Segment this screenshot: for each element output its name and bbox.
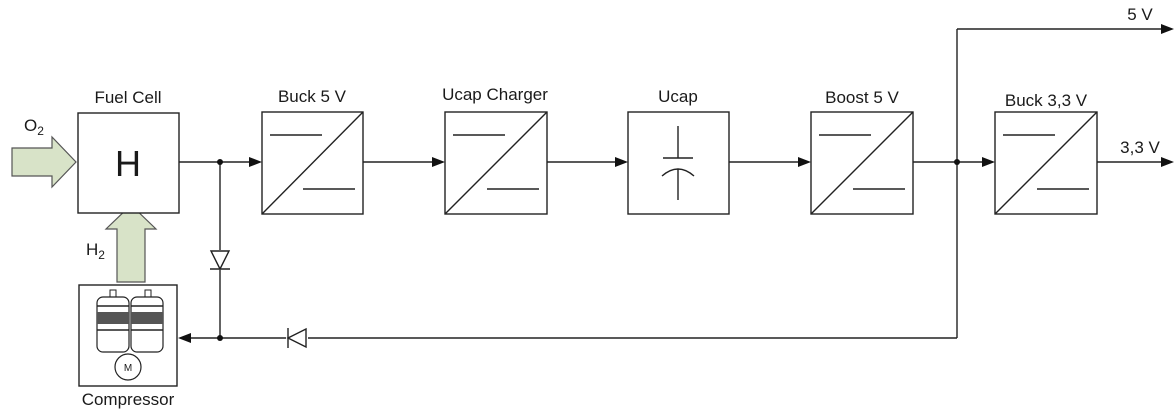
o2-input-arrow <box>11 135 77 189</box>
ucap-charger-label: Ucap Charger <box>442 85 548 104</box>
ucap-label: Ucap <box>658 87 698 106</box>
o2-label: O2 <box>24 116 44 138</box>
ucap-charger-block <box>444 111 548 215</box>
diode-vertical <box>209 250 231 271</box>
main-wiring <box>178 24 1174 343</box>
h2-label: H2 <box>86 240 105 262</box>
boost-5v-label: Boost 5 V <box>825 88 899 107</box>
output-5v-label: 5 V <box>1127 5 1153 24</box>
h2-input-arrow <box>104 204 158 283</box>
compressor-label: Compressor <box>82 390 175 409</box>
buck-5v-block <box>261 111 364 215</box>
fuel-cell-label: Fuel Cell <box>94 88 161 107</box>
motor-icon <box>114 353 142 381</box>
motor-symbol: M <box>124 363 132 374</box>
buck-5v-label: Buck 5 V <box>278 87 347 106</box>
fuel-cell-symbol: H <box>115 143 141 184</box>
buck-3v3-block <box>994 111 1098 215</box>
boost-5v-block <box>810 111 914 215</box>
compressor-cylinders-icon <box>96 289 164 353</box>
ucap-block <box>627 111 730 215</box>
output-3v3-label: 3,3 V <box>1120 138 1160 157</box>
buck-3v3-label: Buck 3,3 V <box>1005 91 1088 110</box>
fuel-cell-block <box>77 112 180 214</box>
diode-horizontal <box>286 327 308 349</box>
